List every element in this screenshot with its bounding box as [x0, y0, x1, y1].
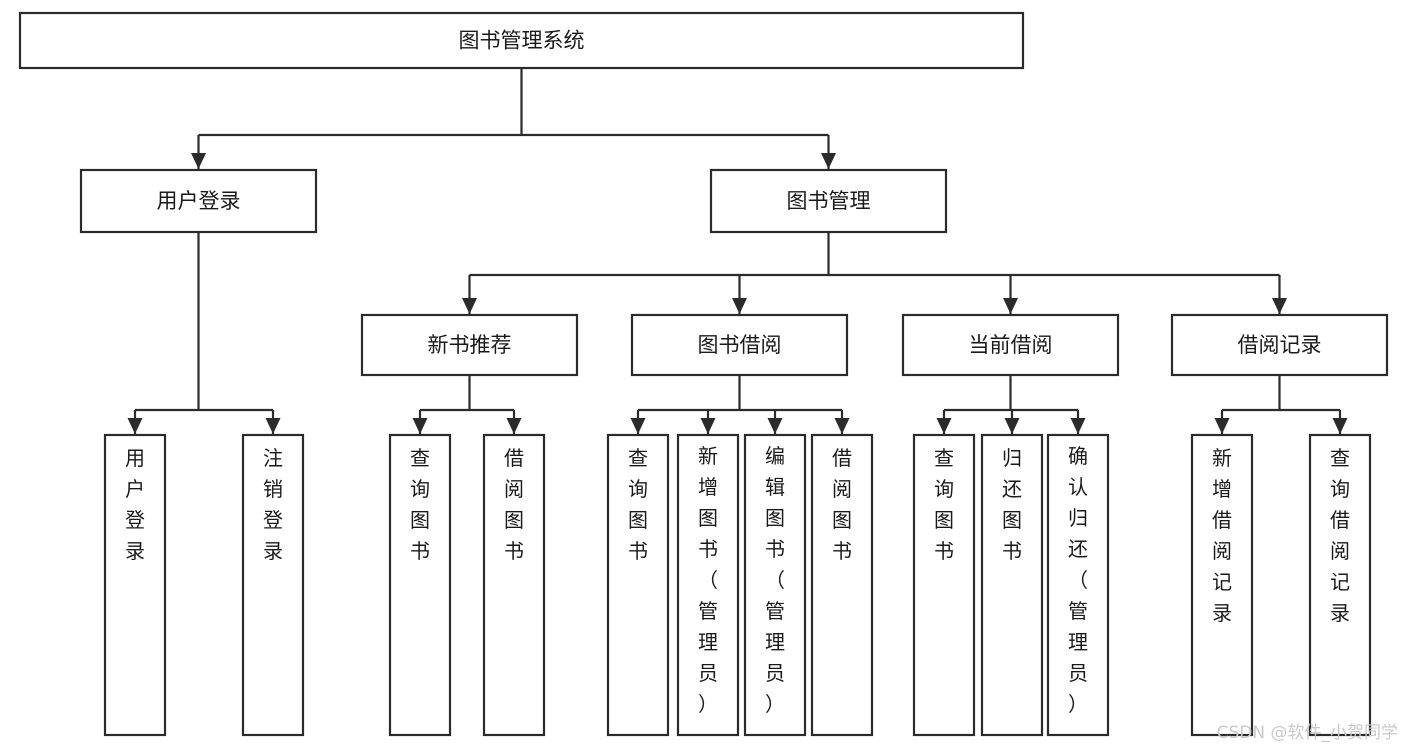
node-box-leaf-user-logout[interactable]	[241, 433, 305, 737]
node-label-leaf-current-return-book: 归还图书	[1002, 446, 1022, 563]
node-leaf-borrow-edit-book[interactable]: 编辑图书（管理员）	[743, 433, 807, 737]
node-current-borrow[interactable]: 当前借阅	[901, 313, 1120, 377]
node-leaf-current-confirm-return[interactable]: 确认归还（管理员）	[1046, 433, 1110, 737]
node-leaf-recommend-query-book[interactable]: 查询图书	[388, 433, 452, 737]
node-box-leaf-borrow-query-book[interactable]	[606, 433, 670, 737]
node-new-book-recommend[interactable]: 新书推荐	[360, 313, 579, 377]
node-box-root[interactable]	[18, 11, 1025, 70]
node-root[interactable]: 图书管理系统	[18, 11, 1025, 70]
node-box-book-borrow[interactable]	[630, 313, 849, 377]
arrow-head-leaf-borrow-edit-book	[767, 418, 783, 434]
node-leaf-record-add[interactable]: 新增借阅记录	[1190, 433, 1254, 737]
node-box-book-manage[interactable]	[709, 168, 948, 234]
node-leaf-borrow-query-book[interactable]: 查询图书	[606, 433, 670, 737]
node-box-leaf-borrow-add-book[interactable]	[676, 433, 740, 737]
node-label-leaf-current-confirm-return: 确认归还（管理员）	[1068, 444, 1088, 716]
node-label-leaf-record-add: 新增借阅记录	[1212, 446, 1232, 625]
node-box-new-book-recommend[interactable]	[360, 313, 579, 377]
csdn-watermark: CSDN @软件_小贺同学	[1217, 723, 1398, 743]
arrow-head-leaf-borrow-add-book	[700, 418, 716, 434]
edge-group-book-manage	[462, 232, 1287, 314]
arrow-head-leaf-user-login	[127, 418, 143, 434]
edge-group-borrow-record	[1214, 375, 1348, 434]
arrow-head-leaf-recommend-query-book	[412, 418, 428, 434]
arrow-head-book-manage	[821, 153, 836, 169]
node-box-leaf-current-return-book[interactable]	[980, 433, 1044, 737]
arrow-head-leaf-record-query	[1332, 418, 1348, 434]
node-label-leaf-borrow-query-book: 查询图书	[628, 446, 648, 563]
node-label-leaf-borrow-add-book: 新增图书（管理员）	[698, 444, 718, 716]
edge-group-new-book-recommend	[412, 375, 522, 434]
node-book-borrow[interactable]: 图书借阅	[630, 313, 849, 377]
node-box-leaf-recommend-borrow-book[interactable]	[482, 433, 546, 737]
node-borrow-record[interactable]: 借阅记录	[1170, 313, 1389, 377]
node-leaf-user-login[interactable]: 用户登录	[103, 433, 167, 737]
node-label-user-login: 用户登录	[157, 189, 241, 213]
edge-group-current-borrow	[936, 375, 1086, 434]
node-label-leaf-current-query-book: 查询图书	[934, 446, 954, 563]
arrow-head-leaf-borrow-borrow-book	[834, 418, 850, 434]
node-box-leaf-record-add[interactable]	[1190, 433, 1254, 737]
node-leaf-user-logout[interactable]: 注销登录	[241, 433, 305, 737]
node-label-leaf-recommend-borrow-book: 借阅图书	[504, 446, 524, 563]
node-label-book-manage: 图书管理	[787, 189, 871, 213]
node-label-borrow-record: 借阅记录	[1238, 333, 1322, 357]
node-box-current-borrow[interactable]	[901, 313, 1120, 377]
node-box-borrow-record[interactable]	[1170, 313, 1389, 377]
connectors-layer	[127, 68, 1348, 434]
node-leaf-current-return-book[interactable]: 归还图书	[980, 433, 1044, 737]
arrow-head-borrow-record	[1272, 298, 1287, 314]
edge-group-book-borrow	[630, 375, 850, 434]
node-label-leaf-record-query: 查询借阅记录	[1330, 446, 1350, 625]
node-label-leaf-borrow-borrow-book: 借阅图书	[832, 446, 852, 563]
edge-group-root	[191, 68, 836, 169]
node-box-leaf-recommend-query-book[interactable]	[388, 433, 452, 737]
node-book-manage[interactable]: 图书管理	[709, 168, 948, 234]
node-box-leaf-current-confirm-return[interactable]	[1046, 433, 1110, 737]
arrow-head-leaf-user-logout	[265, 418, 281, 434]
node-box-leaf-user-login[interactable]	[103, 433, 167, 737]
node-label-leaf-recommend-query-book: 查询图书	[410, 446, 430, 563]
edge-group-user-login	[127, 232, 281, 434]
node-box-user-login[interactable]	[79, 168, 318, 234]
node-label-current-borrow: 当前借阅	[969, 333, 1053, 357]
node-box-leaf-record-query[interactable]	[1308, 433, 1372, 737]
node-label-leaf-borrow-edit-book: 编辑图书（管理员）	[765, 444, 785, 716]
arrow-head-new-book-recommend	[462, 298, 477, 314]
node-label-book-borrow: 图书借阅	[698, 333, 782, 357]
node-label-root: 图书管理系统	[459, 29, 585, 53]
arrow-head-leaf-current-confirm-return	[1070, 418, 1086, 434]
node-user-login[interactable]: 用户登录	[79, 168, 318, 234]
arrow-head-user-login	[191, 153, 206, 169]
arrow-head-leaf-current-return-book	[1004, 418, 1020, 434]
node-box-leaf-current-query-book[interactable]	[912, 433, 976, 737]
node-label-new-book-recommend: 新书推荐	[428, 333, 512, 357]
arrow-head-leaf-recommend-borrow-book	[506, 418, 522, 434]
node-leaf-record-query[interactable]: 查询借阅记录	[1308, 433, 1372, 737]
node-leaf-borrow-borrow-book[interactable]: 借阅图书	[810, 433, 874, 737]
arrow-head-leaf-current-query-book	[936, 418, 952, 434]
arrow-head-book-borrow	[732, 298, 747, 314]
node-box-leaf-borrow-borrow-book[interactable]	[810, 433, 874, 737]
node-box-leaf-borrow-edit-book[interactable]	[743, 433, 807, 737]
node-leaf-current-query-book[interactable]: 查询图书	[912, 433, 976, 737]
node-leaf-recommend-borrow-book[interactable]: 借阅图书	[482, 433, 546, 737]
arrow-head-leaf-borrow-query-book	[630, 418, 646, 434]
nodes-layer: 图书管理系统用户登录图书管理新书推荐图书借阅当前借阅借阅记录用户登录注销登录查询…	[18, 11, 1389, 737]
arrow-head-leaf-record-add	[1214, 418, 1230, 434]
node-label-leaf-user-login: 用户登录	[125, 446, 145, 563]
node-label-leaf-user-logout: 注销登录	[263, 446, 283, 563]
node-leaf-borrow-add-book[interactable]: 新增图书（管理员）	[676, 433, 740, 737]
arrow-head-current-borrow	[1003, 298, 1018, 314]
